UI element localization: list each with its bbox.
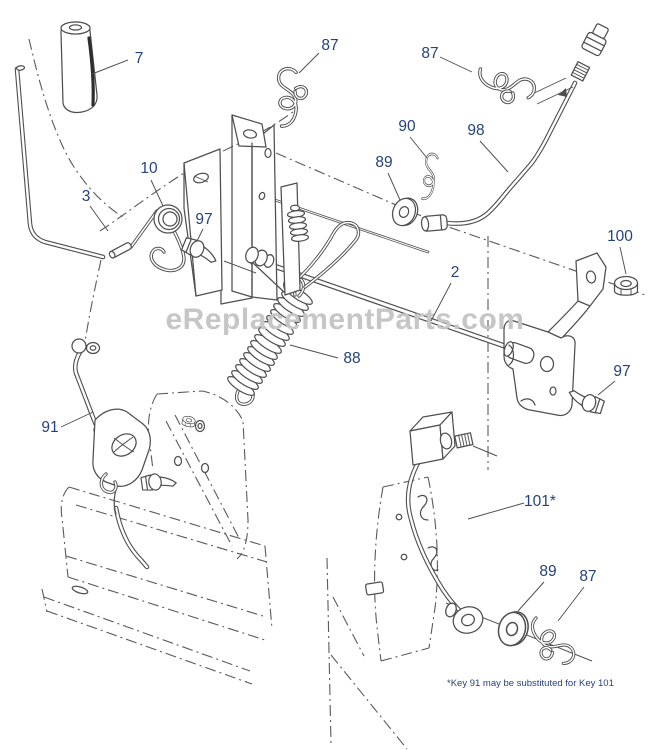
deck-outline-left (41, 486, 408, 750)
rod-98-hex-end (581, 23, 609, 57)
callout-87-top-center: 87 (321, 37, 338, 54)
callout-97-left: 97 (195, 211, 212, 228)
leader-lines (60, 52, 627, 622)
washer-89-top (387, 193, 423, 231)
lift-lever-rod-3 (16, 65, 103, 257)
hairpin-clip-87-top-right (475, 67, 538, 106)
callout-88: 88 (343, 350, 360, 367)
callout-87-top-right: 87 (421, 45, 438, 62)
callout-87-bottom: 87 (579, 568, 596, 585)
retainer-clip-90 (420, 152, 440, 201)
trunnion-stud (454, 432, 474, 449)
center-bracket-assembly (183, 114, 310, 305)
callout-89-top: 89 (375, 154, 392, 171)
deck-bracket-outline-left (147, 390, 249, 560)
callout-101: 101* (524, 493, 556, 510)
callout-2: 2 (451, 264, 460, 281)
callout-89-bottom: 89 (539, 563, 556, 580)
callout-91: 91 (41, 419, 58, 436)
spring-anchor-pin (108, 242, 132, 259)
lever-101 (408, 411, 593, 662)
rod-98-threads (570, 61, 591, 82)
deck-bracket-outline-right (364, 476, 439, 662)
torsion-spring-10 (129, 204, 186, 273)
callout-98: 98 (467, 122, 484, 139)
callout-90: 90 (398, 118, 416, 135)
lift-rod-98 (420, 23, 609, 232)
bolt-97-left (180, 235, 257, 274)
callout-100: 100 (607, 228, 633, 245)
hairpin-clip-87-top-center (273, 66, 309, 128)
right-lift-bracket (503, 252, 607, 417)
watermark: eReplacementParts.com (166, 303, 525, 336)
callout-3: 3 (82, 188, 91, 205)
nut-100 (613, 275, 639, 297)
callout-labels: 7 87 87 90 98 89 10 3 97 100 2 88 97 91 … (41, 37, 633, 585)
callout-7: 7 (135, 50, 144, 67)
footnote: *Key 91 may be substituted for Key 101 (447, 678, 614, 689)
extension-spring-88 (227, 275, 313, 406)
callout-97-right: 97 (613, 363, 630, 380)
washer-89-bottom (493, 607, 533, 651)
lever-91 (71, 338, 210, 567)
callout-10: 10 (140, 160, 158, 177)
handle-grip-7 (60, 21, 98, 114)
